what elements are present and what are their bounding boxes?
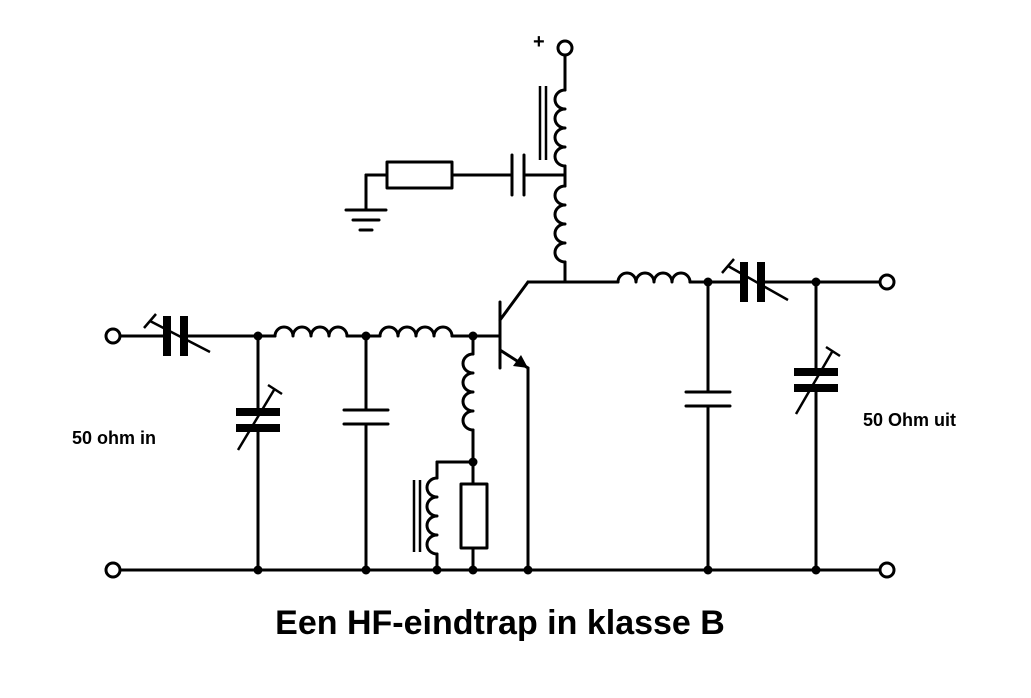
bias-resistor	[459, 460, 489, 572]
output-trimmer-capacitor	[721, 258, 882, 302]
decoupling-resistor	[364, 160, 454, 212]
supply-terminal	[556, 39, 574, 57]
node-ground-5	[703, 565, 713, 575]
output-terminal-bottom	[878, 561, 896, 579]
inductor-l1	[256, 325, 382, 338]
node-ground-2	[361, 565, 371, 575]
output-shunt-capacitor	[684, 280, 732, 572]
input-terminal-top	[104, 327, 122, 345]
input-shunt-capacitor	[342, 334, 390, 572]
transistor-npn	[498, 280, 620, 572]
supply-choke-with-core	[538, 53, 567, 168]
decoupling-capacitor	[450, 153, 567, 197]
input-shunt-trimmer-capacitor	[236, 334, 283, 572]
supply-plus-label: +	[533, 31, 545, 53]
input-trimmer-capacitor	[118, 313, 260, 356]
node-ground-emitter	[523, 565, 533, 575]
input-terminal-bottom	[104, 561, 122, 579]
bias-choke-with-core	[412, 460, 475, 572]
output-inductor	[616, 271, 742, 284]
node-ground-4	[468, 565, 478, 575]
diagram-title: Een HF-eindtrap in klasse B	[275, 604, 725, 642]
node-ground-6	[811, 565, 821, 575]
output-label: 50 Ohm uit	[863, 410, 956, 430]
ground-symbol	[344, 208, 388, 232]
output-terminal-top	[878, 273, 896, 291]
inductor-l2	[378, 325, 502, 338]
input-label: 50 ohm in	[72, 428, 156, 448]
node-ground-3	[432, 565, 442, 575]
node-ground-1	[253, 565, 263, 575]
output-shunt-trimmer-capacitor	[794, 280, 841, 572]
base-bias-inductor	[461, 334, 475, 464]
collector-choke	[553, 164, 567, 284]
